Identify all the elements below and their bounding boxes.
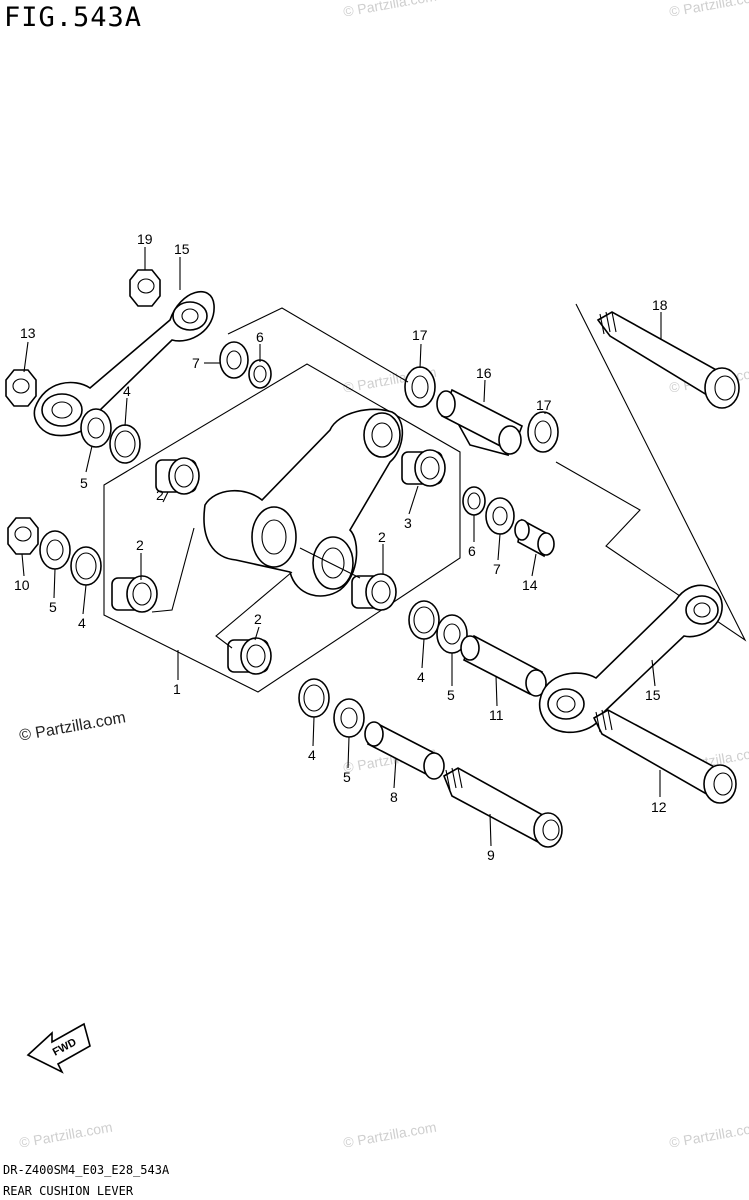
bolt-18 <box>596 311 740 409</box>
cushion-lever-1 <box>203 408 404 597</box>
callout-5: 5 <box>343 769 351 785</box>
washer-17-upper <box>404 366 436 408</box>
bearing-2-a <box>155 457 200 495</box>
fwd-arrow-icon: FWD <box>26 1022 91 1074</box>
washer-7-lower <box>485 497 515 535</box>
washer-17-lower <box>527 411 559 453</box>
washer-5-upper <box>80 408 112 448</box>
callout-2: 2 <box>378 529 386 545</box>
callout-11: 11 <box>489 707 504 723</box>
nut-10 <box>7 517 39 555</box>
seal-4-left <box>70 546 102 586</box>
callout-17: 17 <box>412 327 428 343</box>
bearing-2-d <box>227 637 272 675</box>
callout-4: 4 <box>417 669 425 685</box>
sleeve-8 <box>364 721 445 780</box>
callout-numbers: 19 15 13 6 7 4 5 17 16 18 17 2 2 2 2 3 6… <box>14 231 668 863</box>
callout-8: 8 <box>390 789 398 805</box>
link-rod-lower <box>538 584 723 734</box>
seal-6-upper <box>248 359 272 389</box>
callout-2: 2 <box>254 611 262 627</box>
callout-4: 4 <box>123 383 131 399</box>
callout-14: 14 <box>522 577 538 593</box>
sleeve-14 <box>514 518 555 558</box>
callout-3: 3 <box>404 515 412 531</box>
sleeve-11 <box>460 634 547 697</box>
callout-1: 1 <box>173 681 181 697</box>
guide-line-inner-b <box>215 571 293 649</box>
bolt-9 <box>442 767 563 848</box>
callout-7: 7 <box>192 355 200 371</box>
callout-19: 19 <box>137 231 153 247</box>
callout-12: 12 <box>651 799 667 815</box>
washer-7-upper <box>219 341 249 379</box>
washer-5-left <box>39 530 71 570</box>
callout-16: 16 <box>476 365 492 381</box>
callout-4: 4 <box>78 615 86 631</box>
callout-5: 5 <box>49 599 57 615</box>
callout-17: 17 <box>536 397 552 413</box>
guide-line-inner-a <box>151 527 195 613</box>
bearing-2-b <box>111 575 158 613</box>
link-rod-upper <box>33 290 215 437</box>
leader-lines <box>21 247 662 847</box>
washer-5-lower <box>333 698 365 738</box>
seal-4-upper <box>109 424 141 464</box>
callout-9: 9 <box>487 847 495 863</box>
callout-15: 15 <box>174 241 190 257</box>
guide-line-inner-c <box>299 547 361 579</box>
bolt-12 <box>592 709 737 804</box>
seal-4-lower <box>298 678 330 718</box>
callout-18: 18 <box>652 297 668 313</box>
nut-19 <box>129 269 161 307</box>
guide-line-right <box>555 303 747 642</box>
seal-4-mid <box>408 600 440 640</box>
callout-5: 5 <box>447 687 455 703</box>
figure-caption: REAR CUSHION LEVER <box>3 1184 134 1198</box>
callout-2: 2 <box>156 487 164 503</box>
model-code: DR-Z400SM4_E03_E28_543A <box>3 1163 170 1177</box>
callout-6: 6 <box>256 329 264 345</box>
callout-5: 5 <box>80 475 88 491</box>
bearing-2-c <box>351 573 397 611</box>
nut-13 <box>5 369 37 407</box>
washer-5-mid <box>436 614 468 654</box>
callout-13: 13 <box>20 325 36 341</box>
callout-2: 2 <box>136 537 144 553</box>
callout-6: 6 <box>468 543 476 559</box>
callout-7: 7 <box>493 561 501 577</box>
figure-title: FIG.543A <box>4 2 143 33</box>
callout-4: 4 <box>308 747 316 763</box>
bearing-3 <box>401 449 446 487</box>
seal-6-lower <box>462 486 486 516</box>
callout-15: 15 <box>645 687 661 703</box>
sleeve-16 <box>436 388 524 457</box>
assembly-outline <box>103 363 461 693</box>
guide-line-top <box>227 307 409 383</box>
callout-10: 10 <box>14 577 30 593</box>
